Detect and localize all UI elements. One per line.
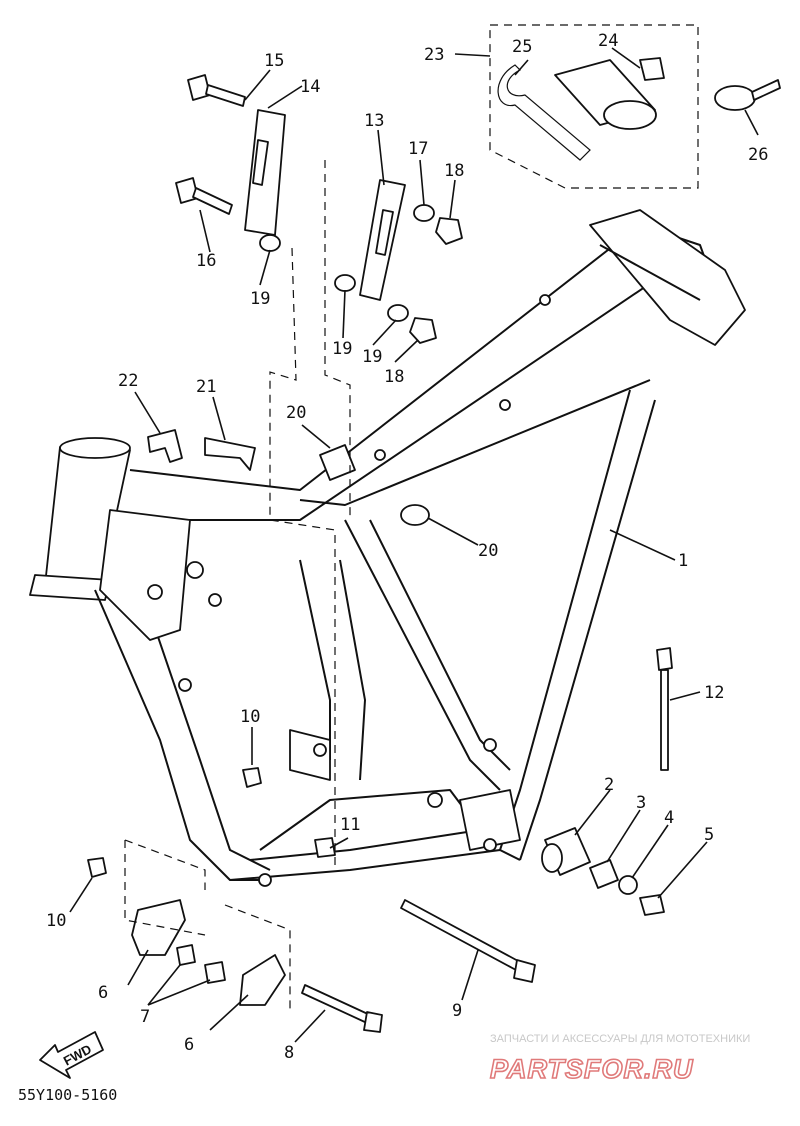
callout-23: 23 — [424, 45, 444, 65]
callout-22: 22 — [118, 371, 138, 391]
stay-plates — [244, 109, 406, 301]
callout-26: 26 — [748, 145, 768, 165]
callout-17: 17 — [408, 139, 428, 159]
callout-9: 9 — [452, 1001, 462, 1021]
diagram-code: 55Y100-5160 — [18, 1086, 117, 1104]
callout-16: 16 — [196, 251, 216, 271]
callout-6b: 6 — [184, 1035, 194, 1055]
callout-13: 13 — [364, 111, 384, 131]
callout-5: 5 — [704, 825, 714, 845]
callout-24-25: 25 — [512, 37, 532, 57]
callout-14: 14 — [300, 77, 320, 97]
callout-2: 2 — [604, 775, 614, 795]
callout-6a: 6 — [98, 983, 108, 1003]
callout-20a: 20 — [286, 403, 306, 423]
tool-kit-box — [489, 24, 699, 189]
watermark-tagline: ЗАПЧАСТИ И АКСЕССУАРЫ ДЛЯ МОТОТЕХНИКИ — [490, 1033, 750, 1045]
frame-collar — [319, 444, 430, 526]
callout-8: 8 — [284, 1043, 294, 1063]
main-frame — [29, 209, 746, 887]
callout-10b: 10 — [240, 707, 260, 727]
forward-arrow-icon: FWD — [39, 1031, 104, 1079]
callout-12: 12 — [704, 683, 724, 703]
callout-7: 7 — [140, 1007, 150, 1027]
callout-21: 21 — [196, 377, 216, 397]
callout-11: 11 — [340, 815, 360, 835]
fasteners — [87, 74, 673, 1033]
callout-18a: 18 — [444, 161, 464, 181]
callout-1: 1 — [678, 551, 688, 571]
callout-19c: 19 — [362, 347, 382, 367]
callout-19b: 19 — [332, 339, 352, 359]
callout-10a: 10 — [46, 911, 66, 931]
callout-18b: 18 — [384, 367, 404, 387]
callout-24: 24 — [598, 31, 618, 51]
watermark: ЗАПЧАСТИ И АКСЕССУАРЫ ДЛЯ МОТОТЕХНИКИ PA… — [489, 1033, 750, 1085]
callout-15: 15 — [264, 51, 284, 71]
callout-numbers: 1 2 3 4 5 6 6 7 8 9 10 10 11 12 13 14 15… — [46, 31, 768, 1063]
leader-lines — [69, 47, 759, 1043]
watermark-brand: PARTSFOR.RU — [490, 1054, 694, 1084]
callout-4: 4 — [664, 808, 674, 828]
callout-19a: 19 — [250, 289, 270, 309]
callout-3: 3 — [636, 793, 646, 813]
tool-kit-items — [497, 57, 781, 161]
callout-20b: 20 — [478, 541, 498, 561]
